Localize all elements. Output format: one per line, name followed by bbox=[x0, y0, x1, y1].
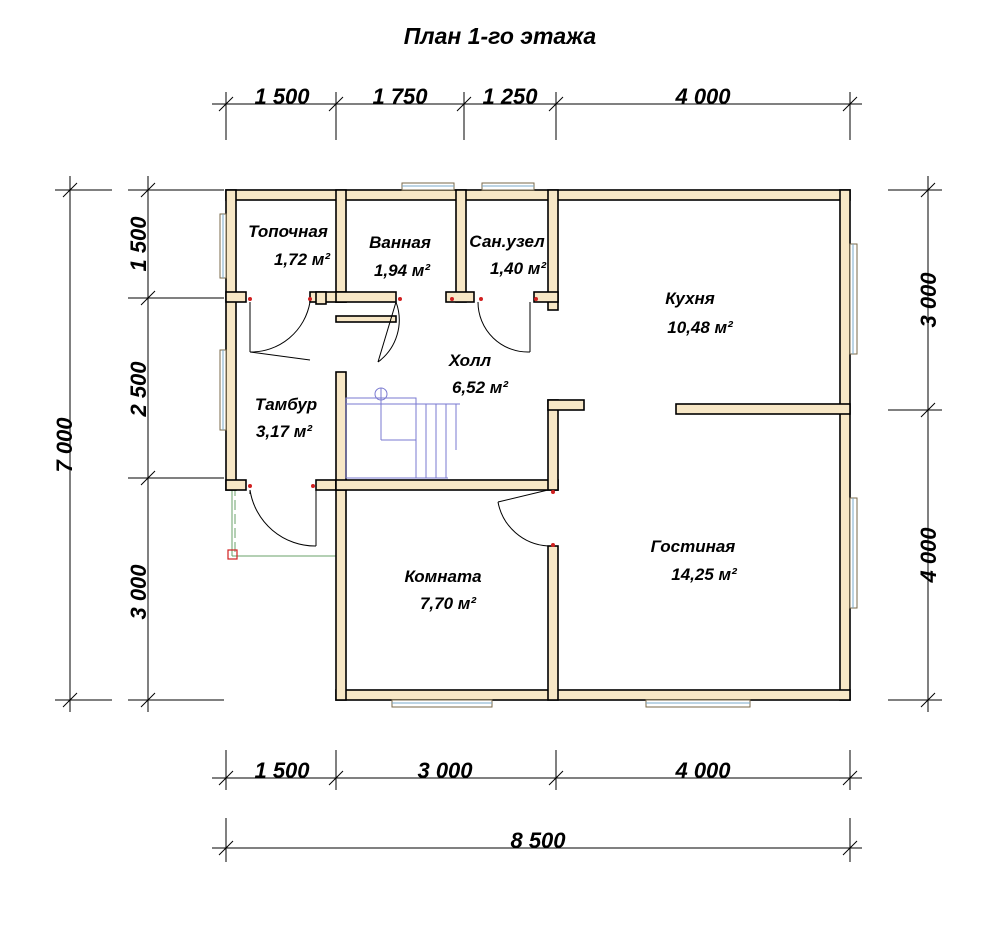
top-dim-4: 4 000 bbox=[674, 84, 731, 109]
right-dim-2: 4 000 bbox=[916, 527, 941, 584]
room-name-gostinaya: Гостиная bbox=[651, 537, 736, 556]
total-width-dimension: 8 500 bbox=[212, 818, 862, 862]
bottom-dim-1: 1 500 bbox=[254, 758, 310, 783]
left-outer-dimension: 7 000 bbox=[52, 176, 112, 712]
left-inner-dim-2: 2 500 bbox=[126, 361, 151, 418]
room-name-tambur: Тамбур bbox=[255, 395, 317, 414]
room-name-sanuzel: Сан.узел bbox=[469, 232, 545, 251]
room-area-holl: 6,52 м² bbox=[452, 378, 509, 397]
room-area-komnata: 7,70 м² bbox=[420, 594, 477, 613]
total-width-dim: 8 500 bbox=[510, 828, 566, 853]
plan-title: План 1-го этажа bbox=[404, 23, 597, 49]
entrance-porch bbox=[227, 486, 336, 560]
top-dimension-chain: 1 500 1 750 1 250 4 000 bbox=[212, 84, 862, 140]
room-area-tambur: 3,17 м² bbox=[256, 422, 313, 441]
room-name-kukhnya: Кухня bbox=[665, 289, 715, 308]
left-inner-dim-1: 1 500 bbox=[126, 216, 151, 272]
room-area-vannaya: 1,94 м² bbox=[374, 261, 431, 280]
room-area-sanuzel: 1,40 м² bbox=[490, 259, 547, 278]
top-dim-1: 1 500 bbox=[254, 84, 310, 109]
right-dim-1: 3 000 bbox=[916, 272, 941, 328]
room-name-holl: Холл bbox=[448, 351, 492, 370]
porch-post-icon bbox=[227, 549, 238, 560]
room-area-topochnaya: 1,72 м² bbox=[274, 250, 331, 269]
top-dim-3: 1 250 bbox=[482, 84, 538, 109]
top-dim-2: 1 750 bbox=[372, 84, 428, 109]
room-name-vannaya: Ванная bbox=[369, 233, 431, 252]
bottom-dim-3: 4 000 bbox=[674, 758, 731, 783]
room-area-gostinaya: 14,25 м² bbox=[671, 565, 738, 584]
staircase bbox=[345, 387, 460, 479]
room-labels: Топочная 1,72 м² Ванная 1,94 м² Сан.узел… bbox=[248, 222, 738, 613]
bottom-dimension-chain: 1 500 3 000 4 000 bbox=[212, 750, 862, 790]
windows bbox=[219, 182, 858, 708]
left-inner-dim-3: 3 000 bbox=[126, 564, 151, 620]
right-dimension-chain: 3 000 4 000 bbox=[888, 176, 942, 712]
left-outer-dim: 7 000 bbox=[52, 417, 77, 473]
bottom-dim-2: 3 000 bbox=[417, 758, 473, 783]
room-name-komnata: Комната bbox=[404, 567, 481, 586]
doors bbox=[248, 297, 555, 547]
left-inner-dimension-chain: 1 500 2 500 3 000 bbox=[126, 176, 224, 712]
room-name-topochnaya: Топочная bbox=[248, 222, 328, 241]
walls bbox=[225, 189, 851, 701]
room-area-kukhnya: 10,48 м² bbox=[667, 318, 734, 337]
